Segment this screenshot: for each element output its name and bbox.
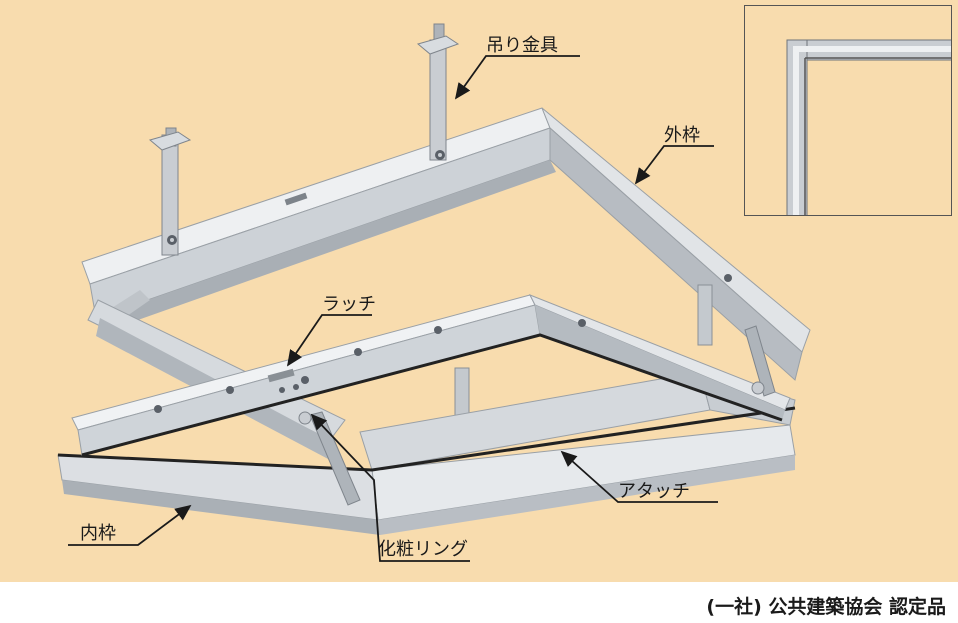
hinge-arms xyxy=(298,325,776,506)
label-hanger: 吊り金具 xyxy=(486,35,558,56)
hanger-left xyxy=(148,127,192,256)
label-inner-frame: 内枠 xyxy=(80,523,116,544)
label-outer-frame: 外枠 xyxy=(664,125,700,146)
certification-note: (一社) 公共建築協会 認定品 xyxy=(706,596,946,618)
bolts xyxy=(154,274,732,413)
label-attach: アタッチ xyxy=(618,481,690,502)
label-trim-ring: 化粧リング xyxy=(378,539,468,560)
inner-frame xyxy=(57,371,796,535)
callout-lines xyxy=(68,55,718,562)
hanger-right xyxy=(416,23,460,161)
detail-inset xyxy=(744,5,952,216)
ceiling-access-hatch-illustration xyxy=(57,23,811,562)
diagram-stage: 吊り金具 外枠 ラッチ アタッチ 内枠 化粧リング xyxy=(0,0,958,582)
outer-frame xyxy=(81,107,811,460)
frame-corner-detail xyxy=(786,39,951,215)
label-latch: ラッチ xyxy=(322,294,376,315)
